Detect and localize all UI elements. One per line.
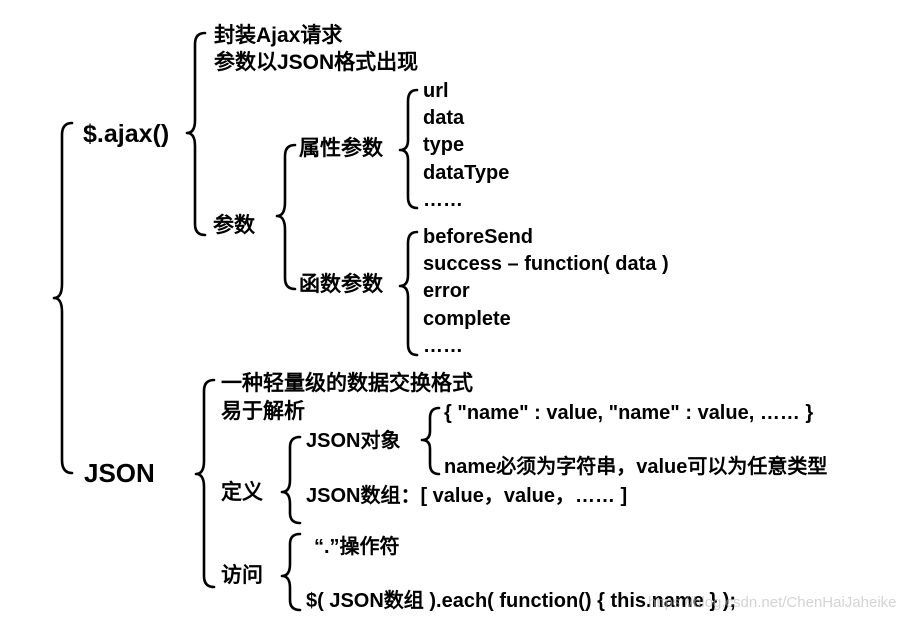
json-object-brace xyxy=(420,406,441,476)
function-params-label: 函数参数 xyxy=(299,273,383,296)
function-param-beforesend: beforeSend xyxy=(423,226,534,248)
function-param-ellipsis: …… xyxy=(423,335,463,357)
watermark-text: https://blog.csdn.net/ChenHaiJaheike xyxy=(648,594,897,611)
attribute-params-label: 属性参数 xyxy=(299,137,383,160)
attribute-param-type: type xyxy=(423,134,465,156)
access-dot-operator: “.”操作符 xyxy=(314,536,400,558)
attribute-param-data: data xyxy=(423,107,465,129)
attribute-param-ellipsis: …… xyxy=(423,189,463,211)
function-params-brace xyxy=(398,230,419,357)
attribute-param-url: url xyxy=(423,80,449,102)
definition-node-label: 定义 xyxy=(221,481,263,504)
access-each-method: $( JSON数组 ).each( function() { this.name… xyxy=(306,590,737,612)
access-brace xyxy=(280,532,302,612)
root-brace xyxy=(52,121,74,475)
attribute-params-brace xyxy=(398,88,419,210)
json-object-rule: name必须为字符串，value可以为任意类型 xyxy=(444,456,828,478)
definition-brace xyxy=(280,435,302,525)
json-array-definition: JSON数组：[ value，value，…… ] xyxy=(306,485,628,507)
params-node-label: 参数 xyxy=(213,214,255,237)
json-node-label: JSON xyxy=(84,458,155,488)
function-param-complete: complete xyxy=(423,308,511,330)
access-node-label: 访问 xyxy=(221,564,263,587)
json-item-2: 易于解析 xyxy=(221,400,305,423)
json-object-label: JSON对象 xyxy=(306,430,401,452)
ajax-node-label: $.ajax() xyxy=(83,120,170,148)
json-object-syntax: { "name" : value, "name" : value, …… } xyxy=(444,402,814,424)
params-brace xyxy=(275,143,297,291)
function-param-error: error xyxy=(423,280,470,302)
attribute-param-datatype: dataType xyxy=(423,162,510,184)
json-brace xyxy=(194,378,216,589)
json-item-1: 一种轻量级的数据交换格式 xyxy=(221,372,473,395)
ajax-item-1: 封装Ajax请求 xyxy=(214,24,343,47)
function-param-success: success – function( data ) xyxy=(423,253,669,275)
ajax-brace xyxy=(185,31,207,237)
ajax-item-2: 参数以JSON格式出现 xyxy=(214,51,419,74)
